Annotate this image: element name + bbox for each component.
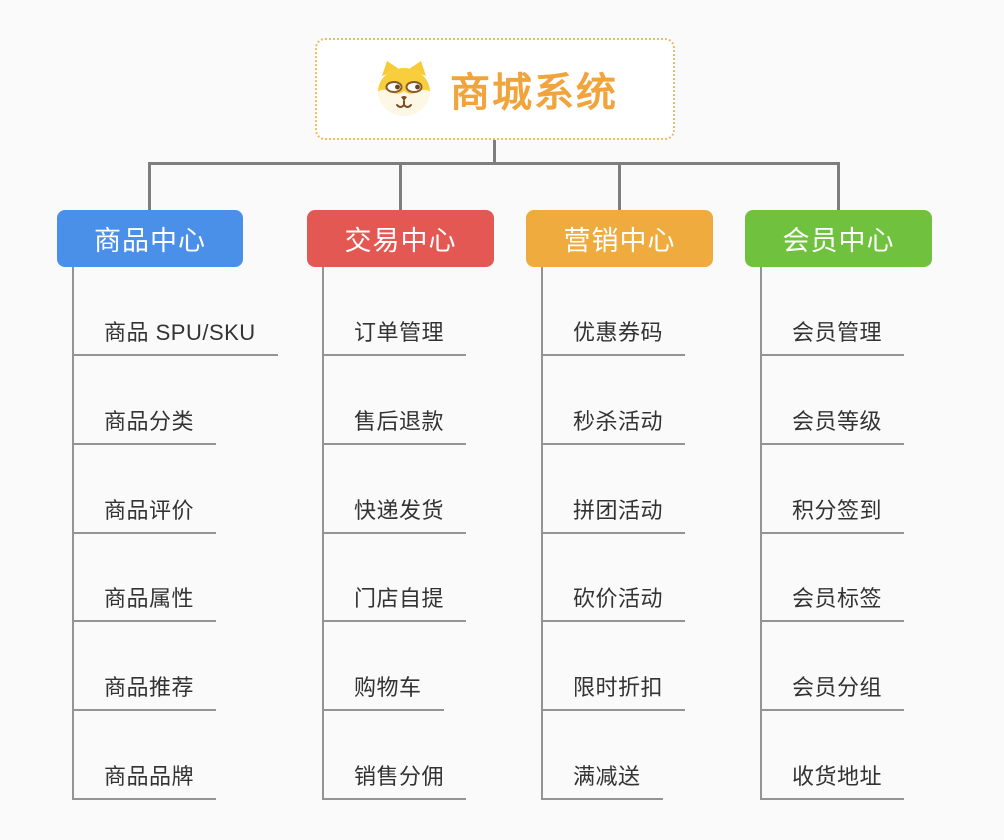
- topic-item[interactable]: 门店自提: [322, 584, 467, 622]
- topic-item[interactable]: 订单管理: [322, 318, 467, 356]
- topic-item[interactable]: 商品 SPU/SKU: [72, 318, 278, 356]
- root-node[interactable]: 商城系统: [315, 38, 675, 140]
- connector-drop-member-center: [837, 162, 840, 210]
- topic-item[interactable]: 购物车: [322, 673, 444, 711]
- topic-item[interactable]: 售后退款: [322, 407, 467, 445]
- branch-node-trade-center[interactable]: 交易中心: [307, 210, 494, 267]
- root-title: 商城系统: [450, 71, 618, 115]
- topic-item[interactable]: 会员分组: [760, 673, 905, 711]
- topic-item[interactable]: 会员标签: [760, 584, 905, 622]
- topic-item[interactable]: 拼团活动: [541, 496, 686, 534]
- topic-item[interactable]: 积分签到: [760, 496, 905, 534]
- topic-item[interactable]: 商品分类: [72, 407, 217, 445]
- connector-drop-product-center: [148, 162, 151, 210]
- topic-item[interactable]: 限时折扣: [541, 673, 686, 711]
- shiba-dog-icon: [372, 60, 436, 118]
- topic-item[interactable]: 商品推荐: [72, 673, 217, 711]
- connector-drop-trade-center: [399, 162, 402, 210]
- topic-item[interactable]: 秒杀活动: [541, 407, 686, 445]
- topic-item[interactable]: 满减送: [541, 762, 663, 800]
- branch-label: 营销中心: [563, 226, 676, 256]
- branch-label: 商品中心: [94, 226, 206, 256]
- connector-bus: [148, 162, 840, 165]
- topic-item[interactable]: 快递发货: [322, 496, 467, 534]
- topic-item[interactable]: 商品属性: [72, 584, 217, 622]
- topic-item[interactable]: 砍价活动: [541, 584, 686, 622]
- topic-item[interactable]: 会员等级: [760, 407, 905, 445]
- topic-item[interactable]: 销售分佣: [322, 762, 467, 800]
- branch-node-product-center[interactable]: 商品中心: [57, 210, 243, 267]
- topic-item[interactable]: 商品品牌: [72, 762, 217, 800]
- topic-item[interactable]: 商品评价: [72, 496, 217, 534]
- branch-node-marketing-center[interactable]: 营销中心: [526, 210, 713, 267]
- connector-root-stub: [493, 140, 496, 165]
- topic-item[interactable]: 收货地址: [760, 762, 905, 800]
- topic-item[interactable]: 优惠券码: [541, 318, 686, 356]
- branch-label: 会员中心: [782, 226, 895, 256]
- topic-item[interactable]: 会员管理: [760, 318, 905, 356]
- branch-node-member-center[interactable]: 会员中心: [745, 210, 932, 267]
- connector-drop-marketing-center: [618, 162, 621, 210]
- branch-label: 交易中心: [344, 226, 457, 256]
